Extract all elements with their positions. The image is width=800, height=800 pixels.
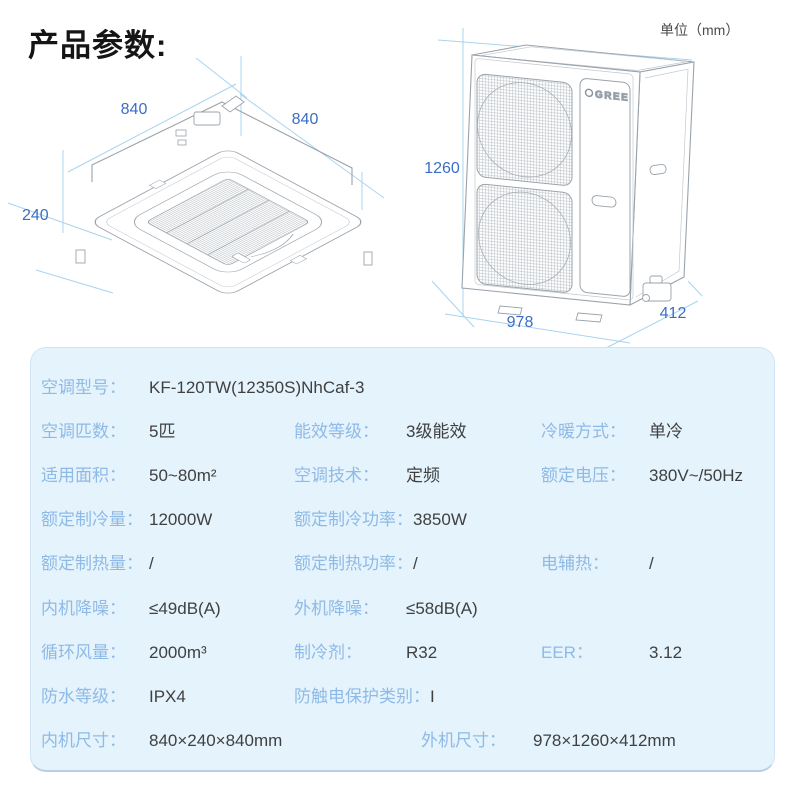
indoor-unit-drawing: 840 840 240 [7,56,385,294]
table-row: 内机降噪： ≤49dB(A) 外机降噪： ≤58dB(A) [41,584,766,628]
spec-value: ≤58dB(A) [406,598,478,618]
spec-value: 3.12 [649,642,683,662]
spec-label: 额定制冷功率： [294,510,413,530]
spec-value: I [430,686,435,706]
spec-value: ≤49dB(A) [149,598,221,618]
spec-value: 5匹 [149,421,176,441]
outdoor-dim-height: 1260 [424,160,460,177]
table-row-model: 空调型号： KF-120TW(12350S)NhCaf-3 [41,363,766,407]
indoor-dimension-lines [7,56,385,294]
spec-label: 防水等级： [41,686,126,706]
indoor-dim-width-right: 840 [292,111,319,128]
cassette-body [91,95,353,185]
gree-logo-text: GREE [595,89,629,103]
spec-value: 3级能效 [406,421,467,441]
table-row: 适用面积： 50~80m² 空调技术： 定频 额定电压： 380V~/50Hz [41,451,766,495]
indoor-dim-height: 240 [22,207,49,224]
spec-label: 外机降噪： [294,598,379,618]
spec-value: 978×1260×412mm [533,731,676,751]
table-row: 循环风量： 2000m³ 制冷剂： R32 EER： 3.12 [41,628,766,672]
spec-label: 额定制冷量： [41,510,143,530]
spec-label: 额定制热量： [41,554,143,574]
fan-grille-top [476,73,573,186]
spec-value: 2000m³ [149,642,207,662]
side-strip-panel [579,78,631,297]
spec-label: 循环风量： [41,642,126,662]
spec-value: 50~80m² [149,465,217,485]
spec-value: 单冷 [649,421,683,441]
page-title: 产品参数: [28,28,168,63]
table-row: 额定制热量：/ 额定制热功率：/ 电辅热：/ [41,540,766,584]
outdoor-dim-depth: 412 [660,305,687,322]
spec-value: 定频 [406,465,440,485]
table-row: 额定制冷量： 12000W 额定制冷功率：3850W [41,496,766,540]
spec-table: 空调型号： KF-120TW(12350S)NhCaf-3 空调匹数： 5匹 能效等… [30,347,775,772]
handle [591,195,617,208]
spec-value: / [649,554,654,574]
spec-value: 12000W [149,510,213,530]
spec-value: KF-120TW(12350S)NhCaf-3 [149,377,365,397]
outdoor-base-parts [497,275,672,323]
spec-label: 额定制热功率： [294,554,413,574]
spec-value: / [413,554,418,574]
spec-label: 能效等级： [294,421,379,441]
spec-value: 3850W [413,510,467,530]
spec-label: 内机降噪： [41,598,126,618]
unit-note: 单位（mm） [660,22,740,38]
spec-label: 额定电压： [541,465,626,485]
outdoor-front-face: GREE [474,58,634,301]
spec-label: EER： [541,642,593,662]
spec-label: 电辅热： [541,554,609,574]
spec-value: IPX4 [149,686,186,706]
cassette-panel [94,150,362,294]
indoor-dim-width-left: 840 [121,101,148,118]
spec-value: R32 [406,642,438,662]
spec-label: 空调技术： [294,465,379,485]
spec-label: 适用面积： [41,465,126,485]
fan-grille-bottom [476,183,573,293]
outdoor-dim-width: 978 [507,314,534,331]
spec-value: 380V~/50Hz [649,465,744,485]
outdoor-unit-drawing: GREE 1260 978 412 [424,28,703,349]
spec-label: 防触电保护类别： [294,686,430,706]
spec-label: 外机尺寸： [421,731,506,751]
table-row: 空调匹数： 5匹 能效等级： 3级能效 冷暖方式： 单冷 [41,407,766,451]
spec-label: 冷暖方式： [541,421,626,441]
spec-label: 制冷剂： [294,642,362,662]
spec-value: 840×240×840mm [149,731,283,751]
spec-label: 空调匹数： [41,421,126,441]
gree-logo: GREE [584,88,630,104]
spec-label: 内机尺寸： [41,731,126,751]
spec-label: 空调型号： [41,377,126,397]
hanger-brackets [75,249,373,266]
spec-value: / [149,554,154,574]
table-row: 防水等级： IPX4 防触电保护类别：I [41,672,766,716]
table-row-dimensions: 内机尺寸： 840×240×840mm 外机尺寸： 978×1260×412mm [41,717,766,761]
